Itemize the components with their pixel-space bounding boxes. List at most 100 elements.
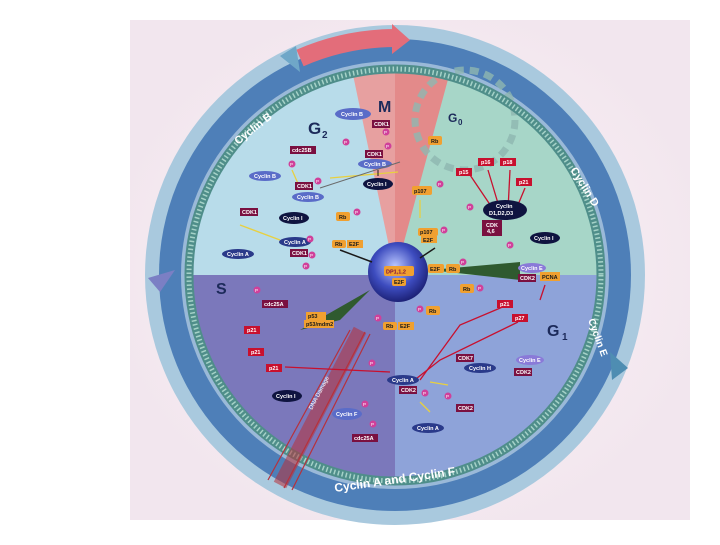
svg-text:P: P [344, 140, 347, 145]
node-p21-s1: p21 [244, 326, 260, 334]
cyclin-e-arrow-head [610, 352, 628, 380]
node-cyclin-h: Cyclin H [464, 363, 496, 373]
node-cdk1-g2c: CDK1 [290, 249, 308, 257]
node-cdk1-m: CDK1 [372, 120, 390, 128]
node-p21-s2: p21 [248, 348, 264, 356]
svg-text:P: P [461, 260, 464, 265]
node-pcna: PCNA [540, 272, 560, 281]
node-cdk7: CDK7 [456, 354, 474, 362]
node-cyclin-i-g2: Cyclin I [279, 212, 309, 224]
dp-box [384, 266, 414, 276]
svg-text:Cyclin A: Cyclin A [392, 378, 414, 384]
node-p21-g1b: p21 [497, 300, 513, 308]
svg-text:Cyclin A: Cyclin A [227, 252, 249, 258]
svg-text:P: P [468, 205, 471, 210]
svg-text:CDK2: CDK2 [458, 406, 473, 412]
node-cyclin-a-s2: Cyclin A [412, 423, 444, 433]
svg-text:Rb: Rb [339, 215, 347, 221]
svg-text:P: P [304, 264, 307, 269]
arrow-to-nucleus-2 [419, 247, 436, 259]
node-cdk2-g1: CDK2 [518, 274, 536, 282]
svg-text:Rb: Rb [449, 267, 457, 273]
svg-text:CDK2: CDK2 [401, 388, 416, 394]
svg-text:P: P [370, 361, 373, 366]
svg-text:Cyclin H: Cyclin H [469, 366, 491, 372]
svg-text:CDK1: CDK1 [374, 122, 389, 128]
node-p53-mdm2: p53/mdm2 [304, 320, 334, 328]
svg-text:D1,D2,D3: D1,D2,D3 [489, 211, 513, 217]
node-cdk2-s2: CDK2 [399, 386, 417, 394]
svg-text:p53: p53 [308, 314, 317, 320]
svg-text:P: P [255, 288, 258, 293]
node-cdk1-m2: CDK1 [365, 150, 383, 158]
node-cdk2-s: CDK2 [514, 368, 532, 376]
svg-text:p16: p16 [481, 160, 490, 166]
phase-m: M [378, 99, 391, 116]
svg-text:p21: p21 [269, 366, 278, 372]
svg-text:P: P [384, 130, 387, 135]
svg-text:Cyclin I: Cyclin I [276, 394, 296, 400]
svg-text:p27: p27 [515, 316, 524, 322]
s-sector [185, 275, 395, 485]
node-cdk2-s3: CDK2 [456, 404, 474, 412]
svg-text:Cyclin I: Cyclin I [367, 182, 387, 188]
node-rb-c: Rb [446, 264, 460, 273]
svg-text:E2F: E2F [349, 242, 360, 248]
svg-text:E2F: E2F [400, 324, 411, 330]
svg-text:Rb: Rb [431, 139, 439, 145]
node-cyclin-a-s: Cyclin A [387, 375, 419, 385]
svg-text:P: P [316, 179, 319, 184]
svg-text:P: P [508, 243, 511, 248]
e2f-center-label: E2F [394, 280, 405, 286]
svg-text:Cyclin A: Cyclin A [417, 426, 439, 432]
svg-text:cdc25A: cdc25A [354, 436, 374, 442]
arrow-to-nucleus-1 [339, 249, 373, 263]
svg-text:Rb: Rb [429, 309, 437, 315]
svg-text:CDK1: CDK1 [292, 251, 307, 257]
node-rb-d: Rb [460, 284, 474, 293]
svg-text:p107: p107 [414, 189, 427, 195]
node-cyclin-a-g2b: Cyclin A [222, 249, 254, 259]
svg-text:CDK2: CDK2 [516, 370, 531, 376]
g0-sector [395, 65, 605, 275]
svg-text:Rb: Rb [463, 287, 471, 293]
node-p107-e2f: p107 [418, 228, 438, 236]
node-cyclin-e-g1: Cyclin E [518, 263, 546, 273]
node-e2f-a: E2F [421, 236, 437, 244]
svg-text:CDK1: CDK1 [367, 152, 382, 158]
svg-text:Cyclin B: Cyclin B [297, 195, 319, 201]
node-cyclin-a-g2: Cyclin A [279, 237, 311, 247]
node-cyclin-i-g1: Cyclin I [530, 232, 560, 244]
svg-text:p53/mdm2: p53/mdm2 [306, 322, 333, 328]
node-cyclin-b-g2b: Cyclin B [292, 192, 324, 202]
node-rb-g2: Rb [336, 212, 350, 221]
node-p107-top: p107 [412, 186, 432, 195]
node-cdc25a-s: cdc25A [262, 300, 288, 308]
svg-text:Cyclin I: Cyclin I [283, 216, 303, 222]
svg-text:E2F: E2F [423, 238, 434, 244]
phase-g0: G [448, 111, 457, 125]
svg-text:Rb: Rb [335, 242, 343, 248]
top-arrow-band [296, 29, 396, 67]
svg-text:P: P [355, 210, 358, 215]
svg-text:P: P [290, 162, 293, 167]
left-arrow-head [148, 270, 175, 292]
node-p21-g1a: p21 [516, 178, 532, 186]
svg-text:Cyclin B: Cyclin B [341, 112, 363, 118]
svg-text:P: P [442, 228, 445, 233]
svg-text:Cyclin E: Cyclin E [521, 266, 543, 272]
phase-g2: G [308, 119, 321, 138]
svg-text:P: P [310, 253, 313, 258]
svg-text:Cyclin I: Cyclin I [534, 236, 554, 242]
svg-text:PCNA: PCNA [542, 275, 558, 281]
svg-text:Rb: Rb [386, 324, 394, 330]
node-cyclin-i-s: Cyclin I [272, 390, 302, 402]
svg-text:CDK7: CDK7 [458, 356, 473, 362]
node-cyclin-b-m2: Cyclin B [358, 159, 392, 169]
cdk2-cone [430, 262, 520, 280]
svg-text:p15: p15 [459, 170, 468, 176]
svg-text:P: P [371, 422, 374, 427]
